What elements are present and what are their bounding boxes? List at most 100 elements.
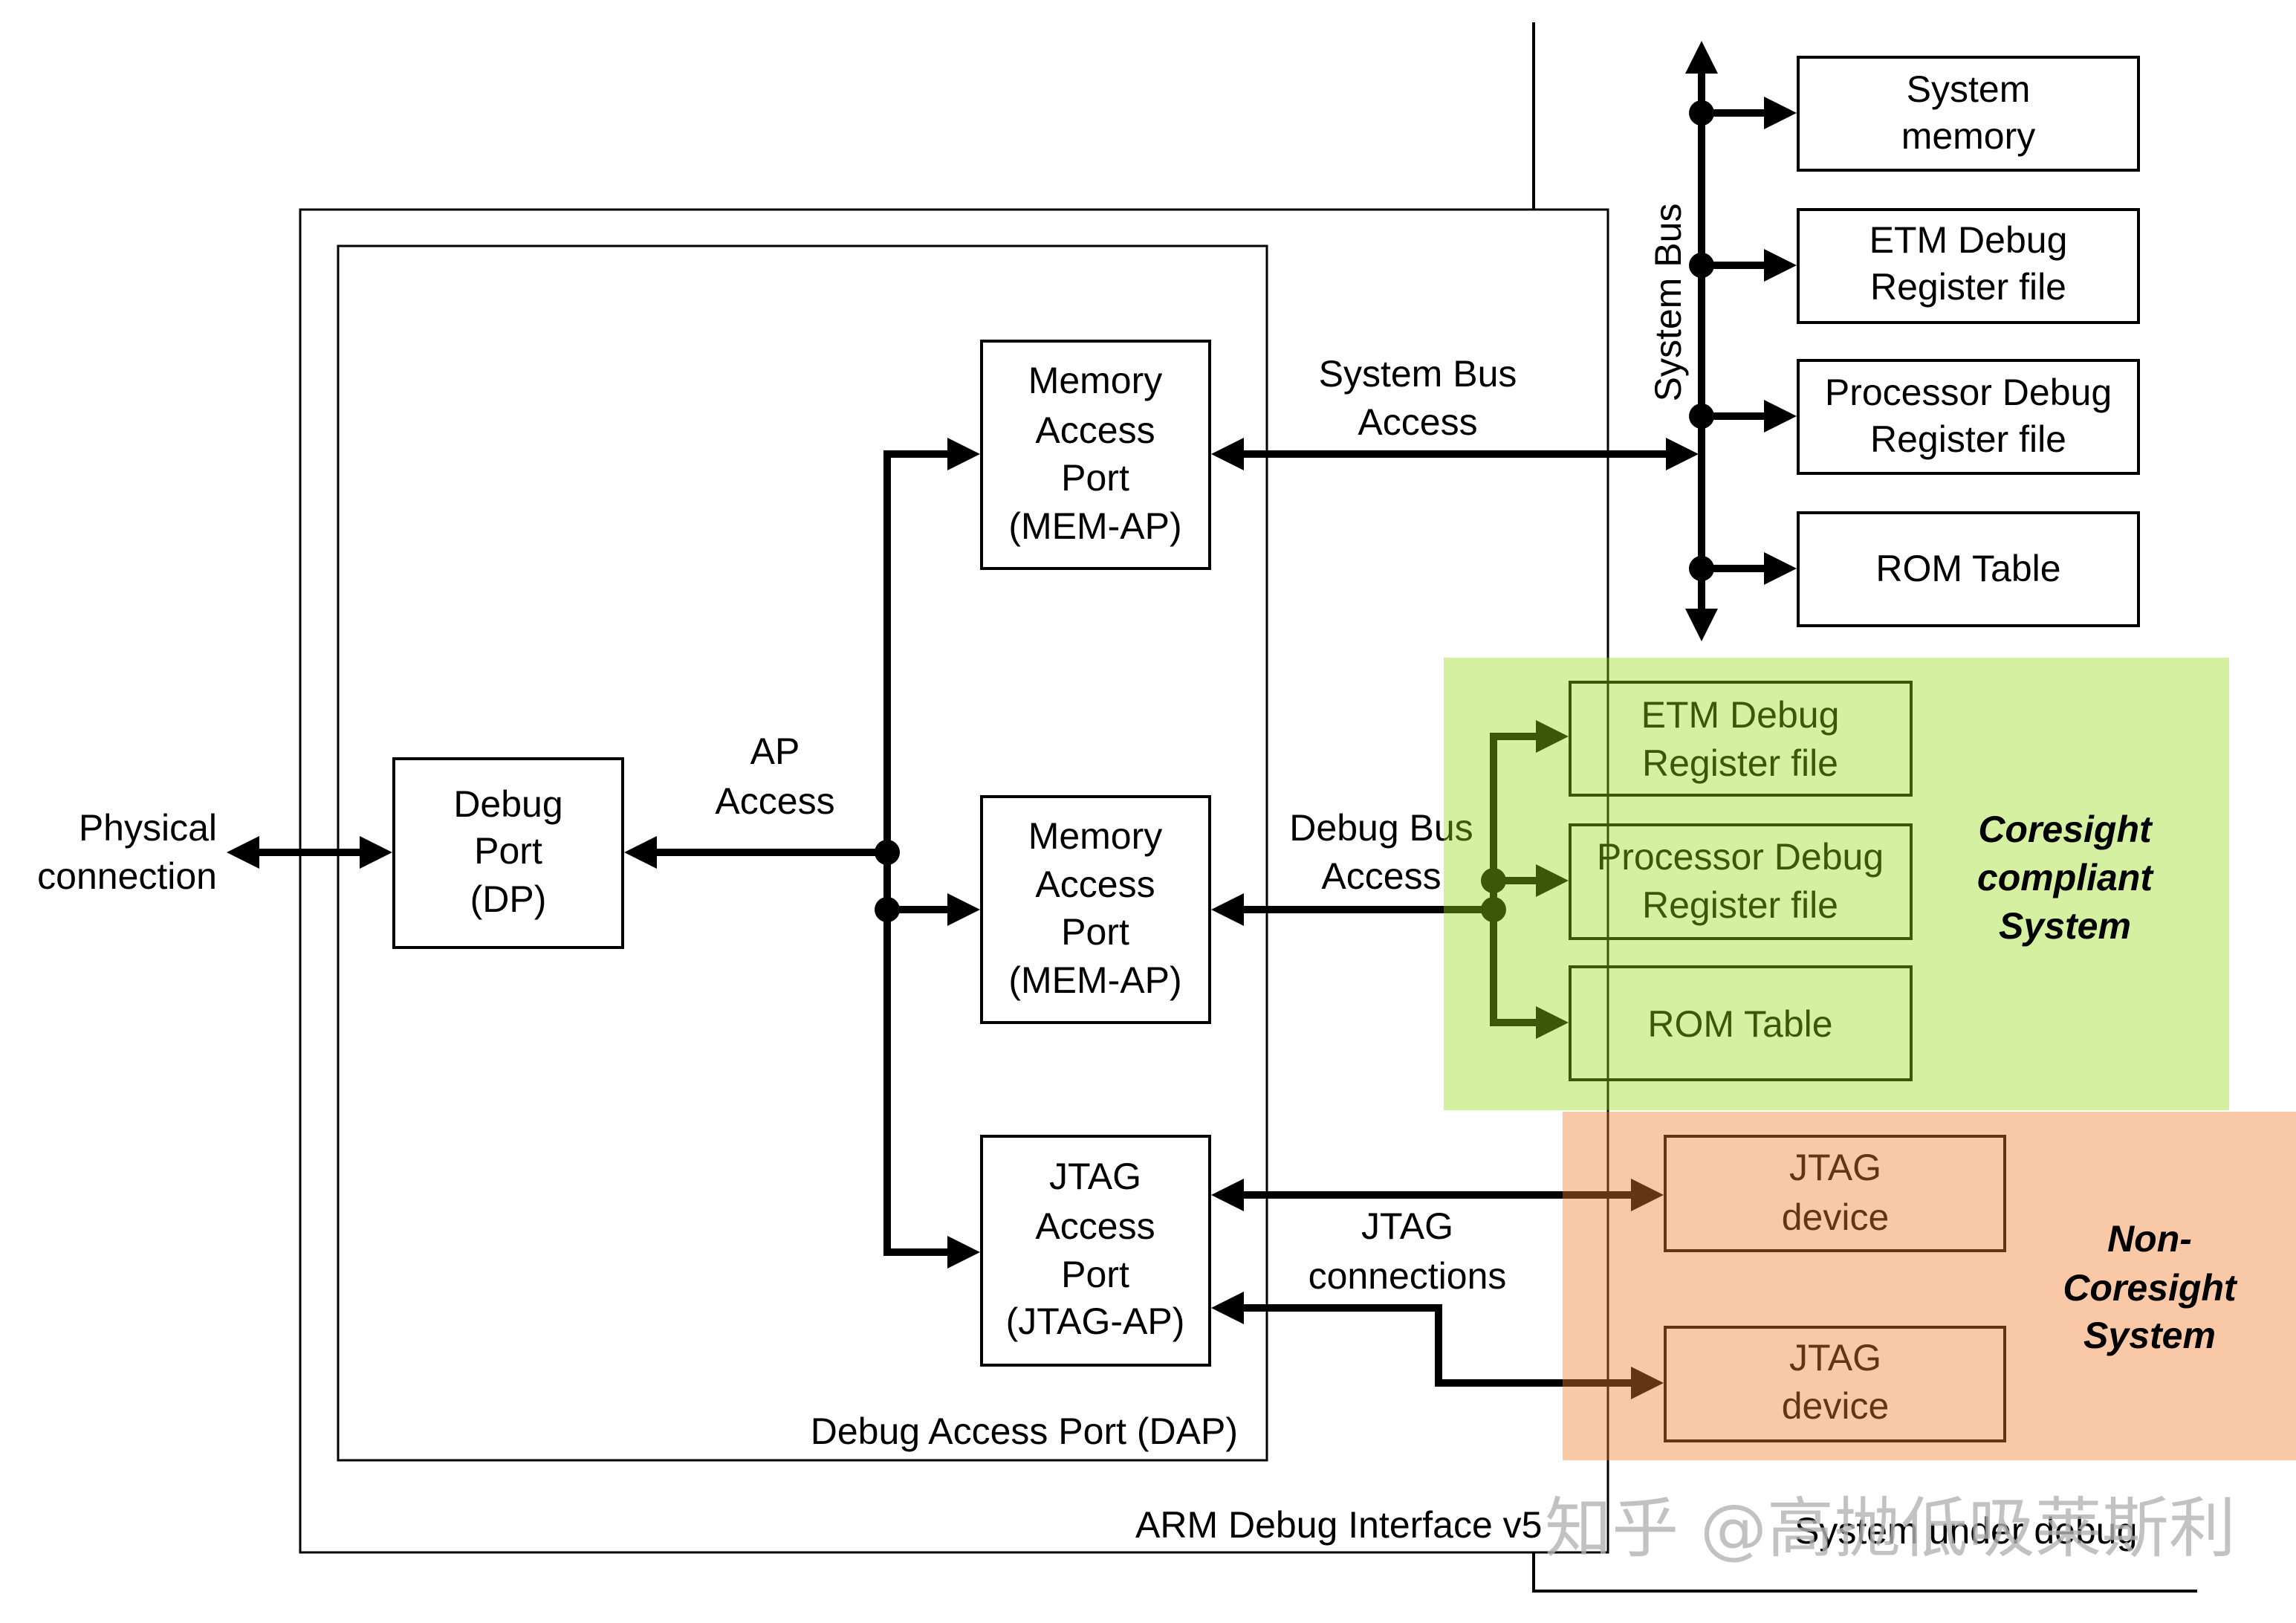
ap-access-arrowhead [624,836,657,869]
arm-debug-interface-label: ARM Debug Interface v5 [1135,1504,1543,1546]
debug-bus-access-label: Debug Bus Access [1289,807,1473,897]
system-bus-junction-dot [1689,404,1714,429]
debug-port-rect [392,757,624,949]
non-coresight-system-region [1563,1112,2296,1460]
system-bus-access-arrow [1211,438,1699,470]
coresight-system-label-line-3: System [1999,905,2131,947]
system-bus-branch-arrowhead [1764,400,1797,433]
debug-port-line-2: Port [474,830,542,872]
mem-ap-system-box: Memory Access Port (MEM-AP) [980,340,1211,570]
non-coresight-system-label-line-1: Non- [2107,1218,2192,1260]
physical-connection-arrowhead-right [360,836,392,869]
jtag-device-line-1: JTAG [1789,1337,1881,1379]
mem-ap-system-line-4: (MEM-AP) [1008,505,1181,547]
ap-bus-junction-dot [875,897,900,922]
processor-debug-register-file-box: Processor Debug Register file [1797,359,2140,475]
debug-bus-access-line-1: Debug Bus [1289,807,1473,849]
coresight-processor-debug-register-file-rect [1569,823,1913,940]
physical-connection-arrowhead-left [227,836,259,869]
mem-ap-debug-line-4: (MEM-AP) [1008,959,1181,1001]
dap-label: Debug Access Port (DAP) [811,1410,1238,1452]
jtag-connections-line-1: JTAG [1361,1205,1453,1247]
processor-debug-register-file-rect [1797,359,2140,475]
jtag-device-rect [1664,1135,2006,1252]
coresight-etm-debug-register-file-box: ETM Debug Register file [1569,681,1913,797]
non-coresight-system-label-line-2: Coresight [2063,1267,2238,1309]
debug-port-box: Debug Port (DP) [392,757,624,949]
physical-connection-line-1: Physical [79,807,217,849]
coresight-system-label-line-1: Coresight [1978,809,2153,850]
jtag-device-rect [1664,1326,2006,1442]
jtag-connection-arrowhead-left [1211,1292,1244,1324]
system-bus-access-line-2: Access [1358,401,1477,443]
system-bus-label: System Bus [1647,204,1689,402]
ap-access-label: AP Access [715,730,834,822]
system-bus-branch-arrowhead [1764,97,1797,129]
jtag-connections-label: JTAG connections [1308,1205,1507,1297]
jtag-device-line-2: device [1782,1385,1890,1427]
rom-table-rect [1797,511,2140,627]
system-bus-junction-dot [1689,100,1714,126]
system-under-debug-boundary-bottom [1532,1552,2197,1593]
jtag-connections-line-2: connections [1308,1255,1507,1297]
system-memory-rect [1797,56,2140,172]
debug-bus-branch-arrowhead [1536,720,1569,753]
system-bus-access-line-1: System Bus [1319,353,1517,395]
jtag-ap-line-4: (JTAG-AP) [1006,1300,1185,1342]
ap-access-line-2: Access [715,780,834,822]
ap-access-bus [624,438,980,1269]
system-bus-branch-arrowhead [1764,249,1797,282]
debug-bus-junction-dot [1481,897,1506,922]
watermark: 知乎 @高抛低吸莱斯利 [1545,1490,2236,1567]
mem-ap-system-rect [980,340,1211,570]
system-bus-access-arrowhead-left [1211,438,1244,470]
system-bus-junction-dot [1689,253,1714,278]
jtag-connections [1211,1179,1664,1399]
jtag-connection-arrowhead-right [1631,1179,1664,1211]
system-memory-box: System memory [1797,56,2140,172]
jtag-device-box: JTAG device [1664,1326,2006,1442]
system-bus-arrowhead-up [1685,41,1718,74]
processor-debug-register-file-line-2: Register file [1870,418,2066,460]
mem-ap-debug-line-2: Access [1035,864,1155,905]
coresight-etm-debug-register-file-rect [1569,681,1913,797]
rom-table-box: ROM Table [1797,511,2140,627]
ap-bus-arrowhead-mem-ap-system [947,438,980,470]
non-coresight-system-label-line-3: System [2083,1315,2216,1356]
physical-connection-line-2: connection [37,855,217,897]
jtag-ap-line-3: Port [1061,1254,1129,1295]
system-bus-branch-arrowhead [1764,552,1797,585]
coresight-processor-debug-register-file-box: Processor Debug Register file [1569,823,1913,940]
mem-ap-system-line-2: Access [1035,409,1155,451]
physical-connection-label: Physical connection [37,807,217,897]
jtag-device-box: JTAG device [1664,1135,2006,1252]
debug-bus-branch-arrowhead [1536,864,1569,897]
etm-debug-register-file-rect [1797,208,2140,324]
mem-ap-debug-rect [980,795,1211,1024]
debug-bus-junction-dot [1481,868,1506,893]
mem-ap-system-line-3: Port [1061,457,1129,499]
etm-debug-register-file-line-2: Register file [1870,266,2066,308]
coresight-etm-debug-register-file-line-1: ETM Debug [1641,694,1840,736]
etm-debug-register-file-box: ETM Debug Register file [1797,208,2140,324]
mem-ap-system-line-1: Memory [1028,360,1163,401]
physical-connection-arrow [227,836,392,869]
ap-access-line-1: AP [750,730,800,772]
jtag-ap-box: JTAG Access Port (JTAG-AP) [980,1135,1211,1367]
system-bus-junction-dot [1689,556,1714,581]
coresight-rom-table-rect [1569,965,1913,1081]
ap-bus-arrowhead-mem-ap-debug [947,893,980,926]
coresight-processor-debug-register-file-line-1: Processor Debug [1597,836,1884,878]
jtag-ap-line-2: Access [1035,1205,1155,1247]
debug-bus-access-arrowhead [1211,893,1244,926]
system-under-debug-label: System under debug [1794,1510,2137,1552]
jtag-device-line-2: device [1782,1196,1890,1238]
system-bus-access-label: System Bus Access [1319,353,1517,443]
debug-port-line-3: (DP) [470,878,547,920]
non-coresight-system-label: Non- Coresight System [2063,1218,2238,1356]
etm-debug-register-file-line-1: ETM Debug [1869,219,2068,261]
ap-bus-junction-dot [875,840,900,865]
jtag-connection-arrowhead-left [1211,1179,1244,1211]
coresight-system-region [1444,658,2229,1110]
